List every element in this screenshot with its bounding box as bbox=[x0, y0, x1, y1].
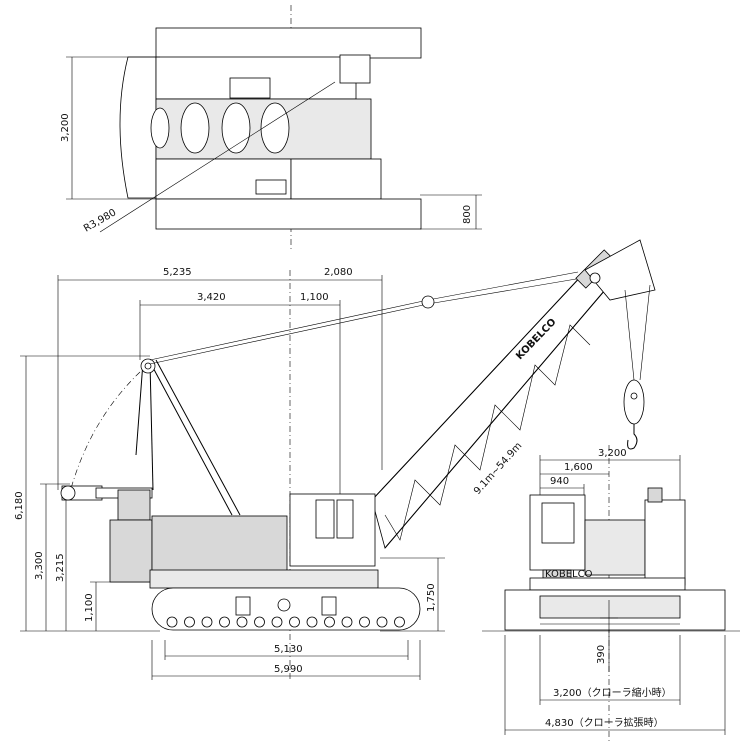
front-dim-1600-label: 1,600 bbox=[564, 462, 593, 473]
track-roller bbox=[184, 616, 195, 628]
boom-length-label: 9.1m~54.9m bbox=[472, 441, 524, 497]
track-roller bbox=[324, 616, 335, 628]
track-roller bbox=[219, 616, 230, 628]
top-view: R3,980 3,200 800 bbox=[60, 5, 482, 250]
front-dim-3200-top-label: 3,200 bbox=[598, 448, 627, 459]
radius-dim-label: R3,980 bbox=[82, 207, 118, 234]
front-dim-3200-bottom-label: 3,200（クローラ縮小時） bbox=[553, 686, 672, 699]
front-dim-940-label: 940 bbox=[550, 476, 569, 487]
dim-3300-label: 3,300 bbox=[34, 551, 45, 580]
dim-5130-label: 5,130 bbox=[274, 644, 303, 655]
track-roller bbox=[289, 616, 300, 628]
dim-2080-label: 2,080 bbox=[324, 267, 353, 278]
front-brand-label: KOBELCO bbox=[545, 569, 593, 580]
top-width-dim-label: 3,200 bbox=[60, 113, 71, 142]
track-roller bbox=[306, 616, 318, 628]
track-roller bbox=[341, 616, 353, 628]
front-view: 3,200 1,600 940 KOBELCO 390 3,200（クローラ縮小… bbox=[482, 445, 740, 741]
track-roller bbox=[376, 616, 388, 628]
dim-1100-left-label: 1,100 bbox=[84, 593, 95, 622]
dim-3215-label: 3,215 bbox=[55, 553, 66, 582]
dim-1100-top-label: 1,100 bbox=[300, 292, 329, 303]
dim-5990-label: 5,990 bbox=[274, 664, 303, 675]
track-roller bbox=[254, 616, 265, 628]
crawler-rollers bbox=[166, 616, 405, 628]
track-roller bbox=[236, 616, 248, 628]
track-roller bbox=[394, 616, 405, 628]
dim-6180-label: 6,180 bbox=[14, 491, 25, 520]
dim-5235-label: 5,235 bbox=[163, 267, 192, 278]
track-roller bbox=[166, 616, 178, 628]
counterweight-dim-label: 800 bbox=[462, 205, 473, 224]
track-roller bbox=[271, 616, 283, 628]
track-roller bbox=[359, 616, 370, 628]
track-roller bbox=[201, 616, 213, 628]
dim-1750-label: 1,750 bbox=[426, 583, 437, 612]
front-dim-4830-label: 4,830（クローラ拡張時） bbox=[545, 716, 664, 729]
front-dim-390-label: 390 bbox=[596, 645, 607, 664]
dim-3420-label: 3,420 bbox=[197, 292, 226, 303]
